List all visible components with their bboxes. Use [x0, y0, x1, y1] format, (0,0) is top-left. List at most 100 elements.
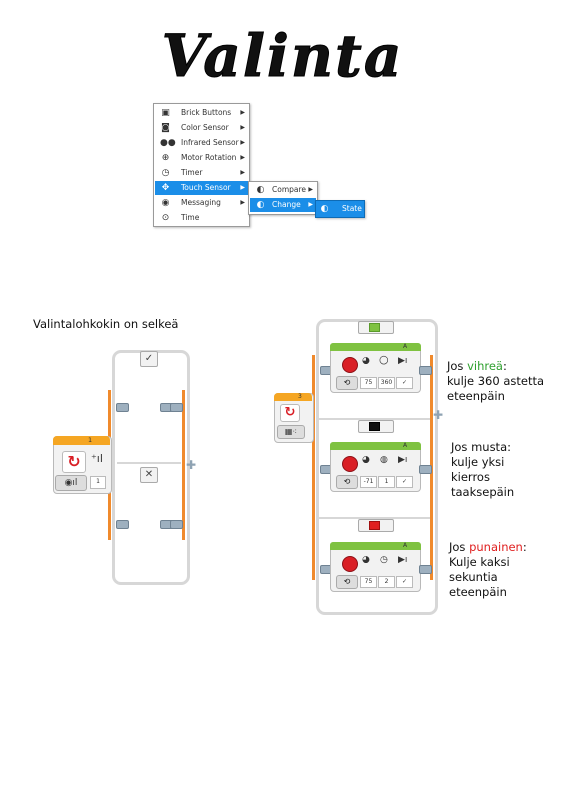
menu-item-state[interactable]: ◐State [317, 202, 363, 216]
touch-sensor-icon: ⁺ıl [91, 452, 103, 465]
change-submenu: ◐State [315, 200, 365, 218]
menu-item-time[interactable]: ⊙Time [161, 213, 200, 223]
power-icon: ◕ [362, 555, 370, 565]
port-tab [274, 393, 312, 401]
switch-icon: ↻ [280, 404, 300, 422]
menu-item-timer[interactable]: ◷Timer▶ [161, 168, 245, 178]
port-label: A [403, 542, 408, 549]
red-color-swatch [369, 521, 380, 530]
case-2-heading: Jos musta: [451, 440, 511, 454]
port-bar [330, 542, 421, 550]
mode-selector-button[interactable]: ⟲ [336, 575, 358, 589]
menu-item-messaging[interactable]: ◉Messaging▶ [161, 198, 245, 208]
menu-item-brick-buttons[interactable]: ▣Brick Buttons▶ [161, 108, 245, 118]
chevron-right-icon: ▶ [240, 169, 245, 176]
note-line: taaksepäin [451, 485, 515, 499]
chevron-right-icon: ▶ [240, 124, 245, 131]
sequence-connector[interactable] [116, 520, 129, 529]
degrees-icon: ○ [379, 353, 389, 366]
motor-icon [342, 456, 358, 472]
mode-selector-button[interactable]: ⟲ [336, 376, 358, 390]
case-divider [319, 418, 432, 420]
black-color-swatch [369, 422, 380, 431]
case-true-tab[interactable]: ✓ [140, 351, 158, 367]
note-line: eteenpäin [447, 389, 505, 403]
note-line: eteenpäin [449, 585, 507, 599]
seconds-field[interactable]: 2 [378, 576, 395, 588]
note-line: kulje yksi [451, 455, 505, 469]
exit-arrow-icon: ✚ [433, 408, 444, 422]
power-icon: ◕ [362, 455, 370, 465]
power-field[interactable]: 75 [360, 377, 377, 389]
compare-icon: ◐ [256, 185, 265, 195]
note-line: Kulje kaksi [449, 555, 510, 569]
chevron-right-icon: ▶ [240, 139, 245, 146]
mode-selector-button[interactable]: ◉ıl [55, 475, 87, 491]
chevron-right-icon: ▶ [308, 201, 313, 208]
touch-sensor-submenu: ◐Compare▶ ◐Change▶ [248, 181, 318, 215]
port-bar [330, 442, 421, 450]
change-icon: ◐ [256, 200, 265, 210]
timer-icon: ◷ [161, 168, 170, 178]
note-line: kulje 360 astetta [447, 374, 545, 388]
port-label: A [403, 343, 408, 350]
sequence-connector[interactable] [419, 565, 432, 574]
infrared-sensor-icon: ●● [160, 138, 176, 148]
port-label: A [403, 442, 408, 449]
compare-value-field[interactable]: 1 [90, 476, 106, 489]
menu-item-infrared-sensor[interactable]: ●●Infrared Sensor▶ [160, 138, 245, 148]
sequence-connector[interactable] [170, 403, 183, 412]
color-sensor-icon: ◙ [161, 123, 170, 133]
case-3-note: Jos punainen: Kulje kaksi sekuntia eteen… [449, 540, 561, 600]
port-tab [53, 436, 110, 445]
note-line: sekuntia [449, 570, 498, 584]
brake-icon: ▶ı [398, 356, 408, 366]
exit-arrow-icon: ✚ [186, 458, 197, 472]
brake-field[interactable]: ✓ [396, 476, 413, 488]
menu-item-change[interactable]: ◐Change▶ [250, 198, 316, 212]
power-field[interactable]: 75 [360, 576, 377, 588]
menu-item-compare[interactable]: ◐Compare▶ [256, 185, 313, 195]
timer-icon: ◷ [380, 555, 388, 565]
power-field[interactable]: -71 [360, 476, 377, 488]
motor-icon [342, 556, 358, 572]
power-icon: ◕ [362, 356, 370, 366]
rotations-field[interactable]: 1 [378, 476, 395, 488]
menu-item-color-sensor[interactable]: ◙Color Sensor▶ [161, 123, 245, 133]
brick-icon: ▣ [161, 108, 170, 118]
sequence-connector[interactable] [116, 403, 129, 412]
brake-field[interactable]: ✓ [396, 576, 413, 588]
chevron-right-icon: ▶ [240, 199, 245, 206]
mode-selector-button[interactable]: ▦⁖ [277, 425, 305, 439]
mode-selector-button[interactable]: ⟲ [336, 475, 358, 489]
port-label: 3 [298, 393, 302, 400]
messaging-icon: ◉ [161, 198, 170, 208]
sequence-wire [182, 390, 185, 540]
menu-item-touch-sensor[interactable]: ✥Touch Sensor▶ [155, 181, 248, 195]
case-1-note: Jos vihreä: kulje 360 astetta eteenpäin [447, 359, 562, 404]
port-label: 1 [88, 436, 93, 444]
rotations-icon: ◍ [380, 455, 388, 465]
green-color-swatch [369, 323, 380, 332]
sequence-connector[interactable] [170, 520, 183, 529]
sequence-connector[interactable] [419, 465, 432, 474]
brake-field[interactable]: ✓ [396, 377, 413, 389]
case-divider [319, 517, 432, 519]
degrees-field[interactable]: 360 [378, 377, 395, 389]
chevron-right-icon: ▶ [240, 184, 245, 191]
case-2-note: Jos musta: kulje yksi kierros taaksepäin [451, 440, 561, 500]
motor-icon [342, 357, 358, 373]
switch-icon: ↻ [62, 451, 86, 473]
brake-icon: ▶ı [398, 555, 408, 565]
sensor-menu: ▣Brick Buttons▶ ◙Color Sensor▶ ●●Infrare… [153, 103, 250, 227]
motor-rotation-icon: ⊕ [161, 153, 170, 163]
page-title: Valinta [161, 22, 404, 91]
sequence-connector[interactable] [419, 366, 432, 375]
menu-item-motor-rotation[interactable]: ⊕Motor Rotation▶ [161, 153, 245, 163]
touch-sensor-icon: ✥ [161, 183, 170, 193]
case-3-heading: Jos punainen: [449, 540, 527, 554]
sequence-wire [312, 355, 315, 580]
chevron-right-icon: ▶ [240, 109, 245, 116]
case-false-tab[interactable]: ✕ [140, 467, 158, 483]
chevron-right-icon: ▶ [308, 186, 313, 193]
